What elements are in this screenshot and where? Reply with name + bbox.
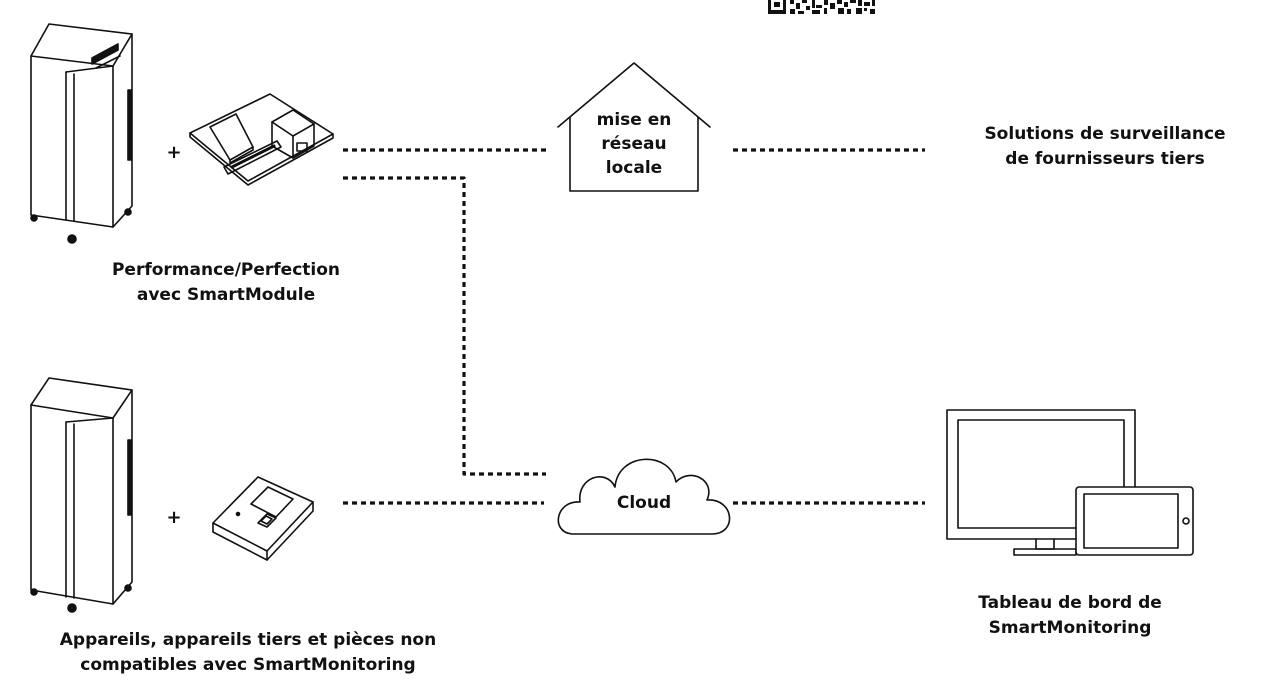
plus-sign: + (166, 142, 182, 163)
qr-code-fragment (768, 0, 875, 14)
cloud-label: Cloud (616, 493, 672, 513)
smartmodule-board-icon (189, 93, 334, 186)
cloud-icon (557, 458, 731, 535)
third-party-solutions-label: Solutions de surveillance de fournisseur… (984, 124, 1226, 169)
appliance-smartmodule-label: Performance/Perfection avec SmartModule (111, 260, 341, 305)
connection-module-to-cloud (343, 176, 546, 476)
refrigerator-icon (30, 23, 133, 244)
dashboard-label: Tableau de bord de SmartMonitoring (978, 593, 1162, 638)
monitor-icon (946, 409, 1136, 556)
tablet-icon (1075, 486, 1194, 556)
house-icon (557, 62, 711, 192)
refrigerator-icon (30, 377, 133, 613)
connection-lines (343, 148, 925, 505)
monitoring-box-icon (212, 476, 314, 561)
appliance-other-label: Appareils, appareils tiers et pièces non… (59, 630, 437, 675)
plus-sign: + (166, 507, 182, 528)
local-network-label: mise en réseau locale (596, 110, 672, 178)
